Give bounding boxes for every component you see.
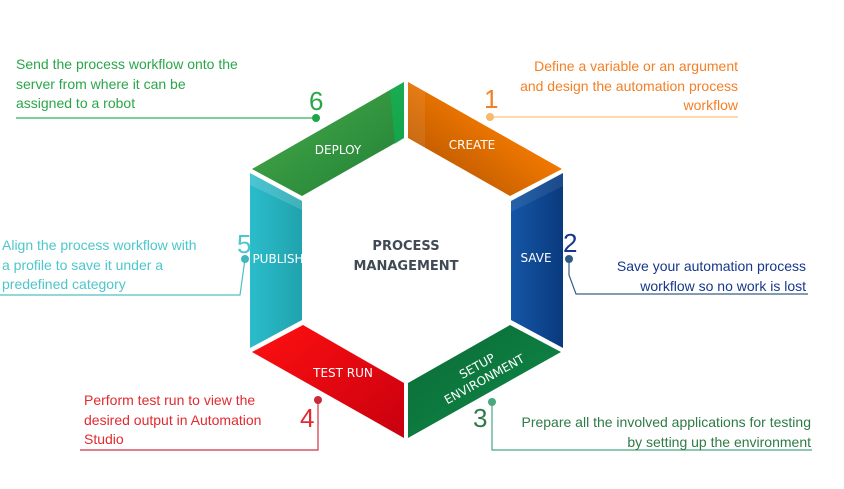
step-number-4: 4 (300, 403, 315, 433)
center-title-line2: MANAGEMENT (353, 259, 459, 274)
center-title-line1: PROCESS (372, 239, 440, 254)
connector-line-4 (80, 400, 319, 451)
segment-deploy[interactable] (252, 82, 404, 196)
segment-test-run[interactable] (252, 325, 404, 438)
facet-deploy (390, 82, 404, 144)
facet-publish (250, 173, 302, 210)
description-line: desired output in Automation (84, 411, 262, 428)
label-create: CREATE (449, 138, 496, 152)
description-line: and design the automation process (520, 77, 738, 94)
label-deploy: DEPLOY (315, 143, 362, 157)
description-line: Save your automation process (616, 258, 806, 274)
facet-save (511, 173, 563, 212)
center-title: PROCESS MANAGEMENT (330, 237, 482, 277)
description-line: assigned to a robot (16, 95, 136, 111)
description-line: Studio (84, 431, 124, 447)
description-line: by setting up the environment (627, 433, 811, 450)
description-line: Send the process workflow onto the (16, 56, 238, 72)
description-line: predefined category (2, 276, 126, 292)
connector-dot-4 (314, 396, 322, 404)
connector-dot-5 (241, 255, 249, 263)
description-line: server from where it can be (16, 75, 186, 92)
connector-line-5 (0, 258, 246, 296)
label-test-run: TEST RUN (312, 366, 373, 380)
step-number-5: 5 (237, 229, 252, 259)
step-description-5: Align the process workflow with a profil… (2, 236, 197, 295)
connector-dot-1 (486, 113, 494, 121)
step-number-2: 2 (563, 228, 578, 258)
description-line: Align the process workflow with (2, 237, 197, 253)
step-number-1: 1 (484, 84, 499, 114)
segment-publish[interactable] (250, 173, 302, 348)
label-save: SAVE (520, 251, 551, 265)
step-description-1: Define a variable or an argument and des… (520, 57, 738, 116)
label-publish: PUBLISH (252, 252, 303, 266)
step-description-3: Prepare all the involved applications fo… (521, 413, 811, 452)
description-line: Prepare all the involved applications fo… (521, 414, 811, 430)
facet-create (408, 82, 425, 148)
step-description-6: Send the process workflow onto the serve… (16, 55, 238, 114)
connector-line-2 (568, 259, 808, 295)
segment-setup-environment[interactable] (408, 325, 561, 438)
step-description-4: Perform test run to view the desired out… (84, 391, 261, 450)
description-line: workflow (683, 97, 738, 113)
step-description-2: Save your automation process workflow so… (617, 257, 806, 296)
connector-line-3 (491, 402, 812, 451)
description-line: Perform test run to view the (84, 392, 256, 408)
description-line: workflow so no work is lost (640, 277, 806, 294)
segment-create[interactable] (408, 82, 562, 196)
step-number-6: 6 (309, 86, 324, 116)
step-number-3: 3 (473, 403, 488, 433)
connector-dot-6 (312, 114, 320, 122)
connector-dot-2 (565, 255, 573, 263)
description-line: Define a variable or an argument (534, 58, 738, 74)
description-line: a profile to save it under a (2, 256, 164, 273)
segment-save[interactable] (511, 173, 563, 348)
connector-dot-3 (488, 398, 496, 406)
